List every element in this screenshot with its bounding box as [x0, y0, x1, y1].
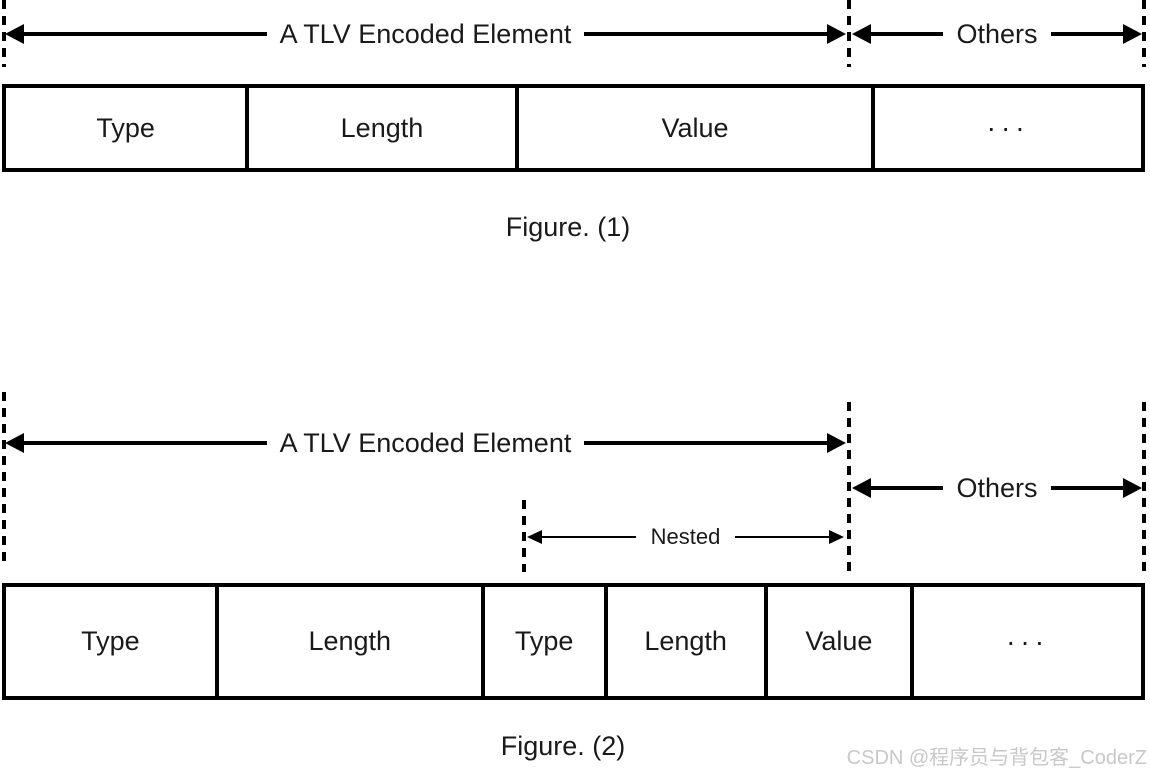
figure1-tlv-span-arrow: A TLV Encoded Element [5, 20, 846, 48]
arrow-line [24, 32, 267, 36]
figure2-others-span-arrow: Others [852, 474, 1142, 502]
csdn-watermark: CSDN @程序员与背包客_CoderZ [846, 747, 1147, 769]
arrow-line [542, 536, 636, 538]
figure2-cell-nested-length: Length [608, 587, 768, 696]
figure2-tlv-box-row: Type Length Type Length Value ··· [2, 583, 1145, 700]
arrow-left-head-icon [5, 24, 24, 44]
figure1-caption: Figure. (1) [505, 212, 631, 242]
figure2-right-boundary-dashed-line [1142, 402, 1146, 572]
figure1-cell-ellipsis: ··· [986, 112, 1030, 143]
figure2-cell-type: Type [6, 587, 219, 696]
figure2-left-boundary-dashed-line [2, 392, 6, 562]
figure1-cell-type: Type [6, 88, 250, 168]
figure2-tlv-span-arrow: A TLV Encoded Element [5, 429, 846, 457]
figure2-cell-length: Length [219, 587, 485, 696]
arrow-line [584, 441, 827, 445]
figure1-cell-length: Length [249, 88, 519, 168]
arrow-right-head-icon [827, 24, 846, 44]
arrow-line [1050, 32, 1123, 36]
arrow-line [24, 441, 267, 445]
figure2-caption: Figure. (2) [500, 731, 626, 761]
arrow-left-head-icon [852, 478, 871, 498]
figure1-right-boundary-dashed-line [1142, 0, 1146, 67]
figure2-nested-span-label: Nested [650, 524, 721, 549]
figure2-cell-nested-type: Type [485, 587, 608, 696]
figure2-tlv-span-label: A TLV Encoded Element [279, 427, 572, 458]
arrow-right-head-icon [829, 530, 844, 544]
arrow-right-head-icon [1123, 478, 1142, 498]
figure1-middle-boundary-dashed-line [847, 0, 851, 67]
arrow-left-head-icon [527, 530, 542, 544]
figure2-nested-boundary-dashed-line [522, 500, 526, 572]
arrow-right-head-icon [827, 433, 846, 453]
figure2-others-span-label: Others [956, 472, 1038, 503]
arrow-line [735, 536, 829, 538]
figure1-left-boundary-dashed-line [2, 0, 6, 67]
arrow-line [871, 486, 944, 490]
figure1-cell-value: Value [519, 88, 876, 168]
arrow-left-head-icon [5, 433, 24, 453]
arrow-right-head-icon [1123, 24, 1142, 44]
arrow-line [871, 32, 944, 36]
figure2-middle-boundary-dashed-line [847, 402, 851, 574]
figure1-others-span-arrow: Others [852, 20, 1142, 48]
figure2-cell-ellipsis: ··· [1006, 625, 1050, 657]
arrow-line [584, 32, 827, 36]
figure2-nested-span-arrow: Nested [527, 526, 844, 548]
figure1-tlv-span-label: A TLV Encoded Element [279, 18, 572, 49]
figure1-others-span-label: Others [956, 18, 1038, 49]
arrow-left-head-icon [852, 24, 871, 44]
figure1-tlv-box-row: Type Length Value ··· [2, 84, 1145, 172]
figure2-cell-nested-value: Value [768, 587, 915, 696]
arrow-line [1050, 486, 1123, 490]
